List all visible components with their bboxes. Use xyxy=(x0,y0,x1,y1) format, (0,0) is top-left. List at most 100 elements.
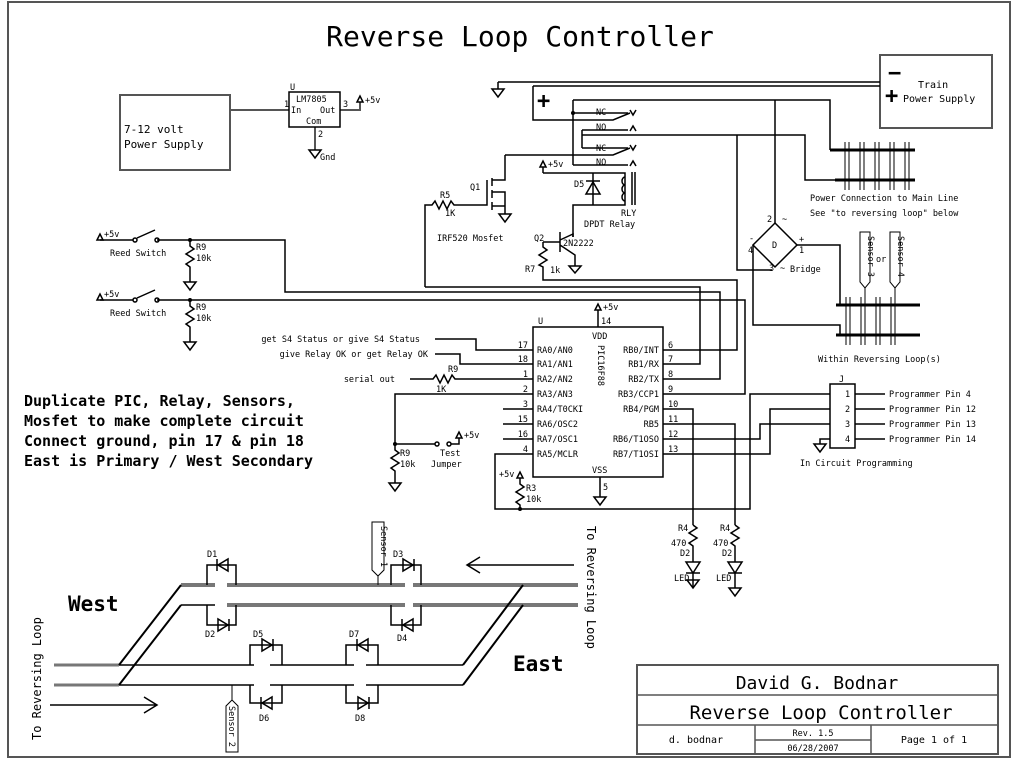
resistor-ref: R9 xyxy=(400,449,410,459)
led-2: R4 470 D2 LED xyxy=(713,524,744,598)
serial-out-label: serial out xyxy=(344,375,395,385)
label: D2 xyxy=(205,630,215,640)
test-jumper-label[interactable]: Test xyxy=(440,449,460,459)
ac-label: ~ xyxy=(780,264,785,274)
pin-number: 3 xyxy=(769,264,774,274)
label: 9 xyxy=(668,385,673,395)
label: 13 xyxy=(668,445,678,455)
mosfet-ref: Q1 xyxy=(470,183,480,193)
header-ref: J xyxy=(839,375,844,385)
resistor-value: 10k xyxy=(196,254,211,264)
ground-icon xyxy=(567,265,583,275)
label: RA3/AN3 xyxy=(537,390,573,400)
resistor-value: 1K xyxy=(436,385,447,395)
pin-number: 3 xyxy=(343,100,348,110)
bridge-ref: D xyxy=(772,241,777,251)
title-block: David G. Bodnar Reverse Loop Controller … xyxy=(636,664,999,755)
label: 17 xyxy=(518,341,528,351)
regulator-lm7805: U LM7805 In Out Com 1 3 2 +5v Gnd xyxy=(230,83,380,163)
label: D3 xyxy=(393,550,403,560)
label: R4 xyxy=(720,524,730,534)
programmer-pin-label: Programmer Pin 14 xyxy=(889,435,976,445)
date: 06/28/2007 xyxy=(787,744,838,754)
loop-caption: Within Reversing Loop(s) xyxy=(818,355,941,365)
plus-label: + xyxy=(799,235,804,245)
pin-number: 14 xyxy=(601,317,611,327)
label: R4 xyxy=(678,524,688,534)
label: 470 xyxy=(713,539,728,549)
sheet-border xyxy=(7,1,1011,758)
resistor-ref: R9 xyxy=(196,243,206,253)
label: RB6/T1OSO xyxy=(613,435,659,445)
pin-number: 2 xyxy=(318,130,323,140)
vcc-icon xyxy=(515,470,525,479)
label: 12 xyxy=(668,430,678,440)
gate-wire xyxy=(425,286,701,365)
sensor-1-label: Sensor 1 xyxy=(378,526,388,567)
author: David G. Bodnar xyxy=(736,673,899,694)
direction-arrow-icon xyxy=(50,556,574,714)
resistor-ref: R3 xyxy=(526,484,536,494)
supply-label: 7-12 volt xyxy=(124,123,184,136)
pin-label: In xyxy=(291,106,301,116)
ground-icon xyxy=(307,149,323,160)
label: 2 xyxy=(845,405,850,415)
sensor-2-tag xyxy=(225,685,239,753)
part-label: PIC16F88 xyxy=(595,345,605,386)
vdd-label: VDD xyxy=(592,332,607,342)
ground-icon xyxy=(727,587,743,598)
sensor-3-tag xyxy=(859,231,871,297)
pic-input-signals: get S4 Status or give S4 Status give Rel… xyxy=(261,335,740,511)
label: D4 xyxy=(397,634,407,644)
label: 1 xyxy=(523,370,528,380)
label: RB7/T1OSI xyxy=(613,450,659,460)
ac-label: ~ xyxy=(782,215,787,225)
train-power-supply: − + Train Power Supply + xyxy=(490,54,993,129)
programming-caption: In Circuit Programming xyxy=(800,459,913,469)
pin-number: 1 xyxy=(284,100,289,110)
label: RB4/PGM xyxy=(623,405,659,415)
note-line: Connect ground, pin 17 & pin 18 xyxy=(24,432,304,450)
main-line-track: Power Connection to Main Line See "to re… xyxy=(810,142,959,219)
reed-switch-label: Reed Switch xyxy=(110,249,166,259)
sensor-4-tag xyxy=(889,231,901,297)
ground-icon xyxy=(497,213,513,224)
label: RA1/AN1 xyxy=(537,360,573,370)
label: 6 xyxy=(668,341,673,351)
transistor-part: 2N2222 xyxy=(563,239,594,249)
vcc-label: +5v xyxy=(548,160,563,170)
reed-switch-label: Reed Switch xyxy=(110,309,166,319)
ground-icon xyxy=(490,88,506,99)
pin-number: 4 xyxy=(748,246,753,256)
led-1: R4 470 D2 LED xyxy=(671,524,702,590)
to-reversing-loop-label: To Reversing Loop xyxy=(30,617,44,740)
test-jumper-label[interactable]: Jumper xyxy=(431,460,462,470)
contact-label: NC xyxy=(596,108,606,118)
contact-label: NO xyxy=(596,123,606,133)
label: RB2/TX xyxy=(628,375,660,385)
label: 4 xyxy=(845,435,850,445)
pin-label: Com xyxy=(306,117,321,127)
main-line-caption: Power Connection to Main Line xyxy=(810,194,958,204)
bridge-rectifier: D 2 ~ + 1 - 4 3 ~ Bridge xyxy=(748,215,841,335)
west-label: West xyxy=(68,592,119,616)
label: 3 xyxy=(845,420,850,430)
label: D1 xyxy=(207,550,217,560)
label: D2 xyxy=(680,549,690,559)
programmer-pin-label: Programmer Pin 4 xyxy=(889,390,971,400)
gnd-label: Gnd xyxy=(320,153,335,163)
transistor-q2: Q2 2N2222 R7 1k xyxy=(525,232,738,351)
drawn-by: d. bodnar xyxy=(669,735,723,746)
pin-number: 5 xyxy=(603,483,608,493)
vcc-icon xyxy=(95,292,105,301)
label: 1 xyxy=(845,390,850,400)
vcc-icon xyxy=(454,430,464,439)
contact-label: NC xyxy=(596,144,606,154)
resistor-value: 1K xyxy=(445,209,456,219)
page-title: Reverse Loop Controller xyxy=(326,20,714,53)
loop-track: Sensor 3 or Sensor 4 Within Reversing Lo… xyxy=(818,231,941,365)
label: RB3/CCP1 xyxy=(618,390,659,400)
track-layout: D1 D2 D3 D4 D5 D6 D7 D8 Sensor 1 Sensor … xyxy=(30,521,598,753)
